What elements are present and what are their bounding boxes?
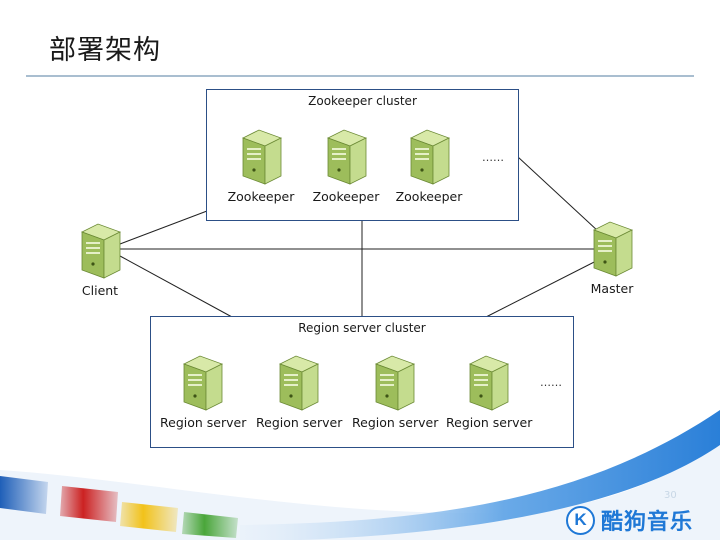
region-node-1: Region server <box>160 352 247 430</box>
region-node-3: Region server <box>352 352 439 430</box>
server-icon <box>468 355 510 411</box>
zookeeper-node-1-label: Zookeeper <box>227 189 295 204</box>
server-icon <box>278 355 320 411</box>
zookeeper-node-2-label: Zookeeper <box>312 189 380 204</box>
region-ellipsis: …… <box>540 376 562 389</box>
logo-letter: K <box>574 509 587 529</box>
footer-stripe-red <box>60 486 118 522</box>
server-icon <box>80 223 122 279</box>
server-icon <box>409 129 451 185</box>
title-divider <box>26 75 694 77</box>
region-node-2: Region server <box>256 352 343 430</box>
footer-stripe-blue <box>0 476 48 514</box>
zookeeper-node-3: Zookeeper <box>392 126 466 204</box>
footer-stripe-green <box>182 512 238 538</box>
server-icon <box>374 355 416 411</box>
master-label: Master <box>590 281 634 296</box>
server-icon <box>182 355 224 411</box>
link-client-zookeeper <box>119 210 208 245</box>
slide-title: 部署架构 <box>49 35 161 66</box>
link-client-region <box>119 255 233 318</box>
brand-name: 酷狗音乐 <box>601 510 694 535</box>
footer-stripe-yellow <box>120 502 178 532</box>
zookeeper-cluster-title: Zookeeper cluster <box>308 94 417 108</box>
region-node-3-label: Region server <box>352 415 439 430</box>
server-icon <box>326 129 368 185</box>
zookeeper-node-2: Zookeeper <box>309 126 383 204</box>
region-node-4: Region server <box>446 352 533 430</box>
client-node: Client <box>72 220 128 298</box>
kugou-logo-icon: K <box>566 505 595 535</box>
client-label: Client <box>81 283 119 298</box>
region-node-1-label: Region server <box>160 415 247 430</box>
zookeeper-node-1: Zookeeper <box>224 126 298 204</box>
link-region-master <box>485 255 607 318</box>
footer-wave-blue <box>240 410 720 540</box>
zookeeper-ellipsis: …… <box>482 151 504 164</box>
server-icon <box>241 129 283 185</box>
footer-wave-light <box>0 445 720 540</box>
region-node-2-label: Region server <box>256 415 343 430</box>
region-node-4-label: Region server <box>446 415 533 430</box>
master-node: Master <box>584 218 640 296</box>
page-number: 30 <box>664 490 677 501</box>
brand-logo-group: K 酷狗音乐 <box>566 504 693 536</box>
zookeeper-node-3-label: Zookeeper <box>395 189 463 204</box>
region-cluster-title: Region server cluster <box>298 321 426 335</box>
server-icon <box>592 221 634 277</box>
